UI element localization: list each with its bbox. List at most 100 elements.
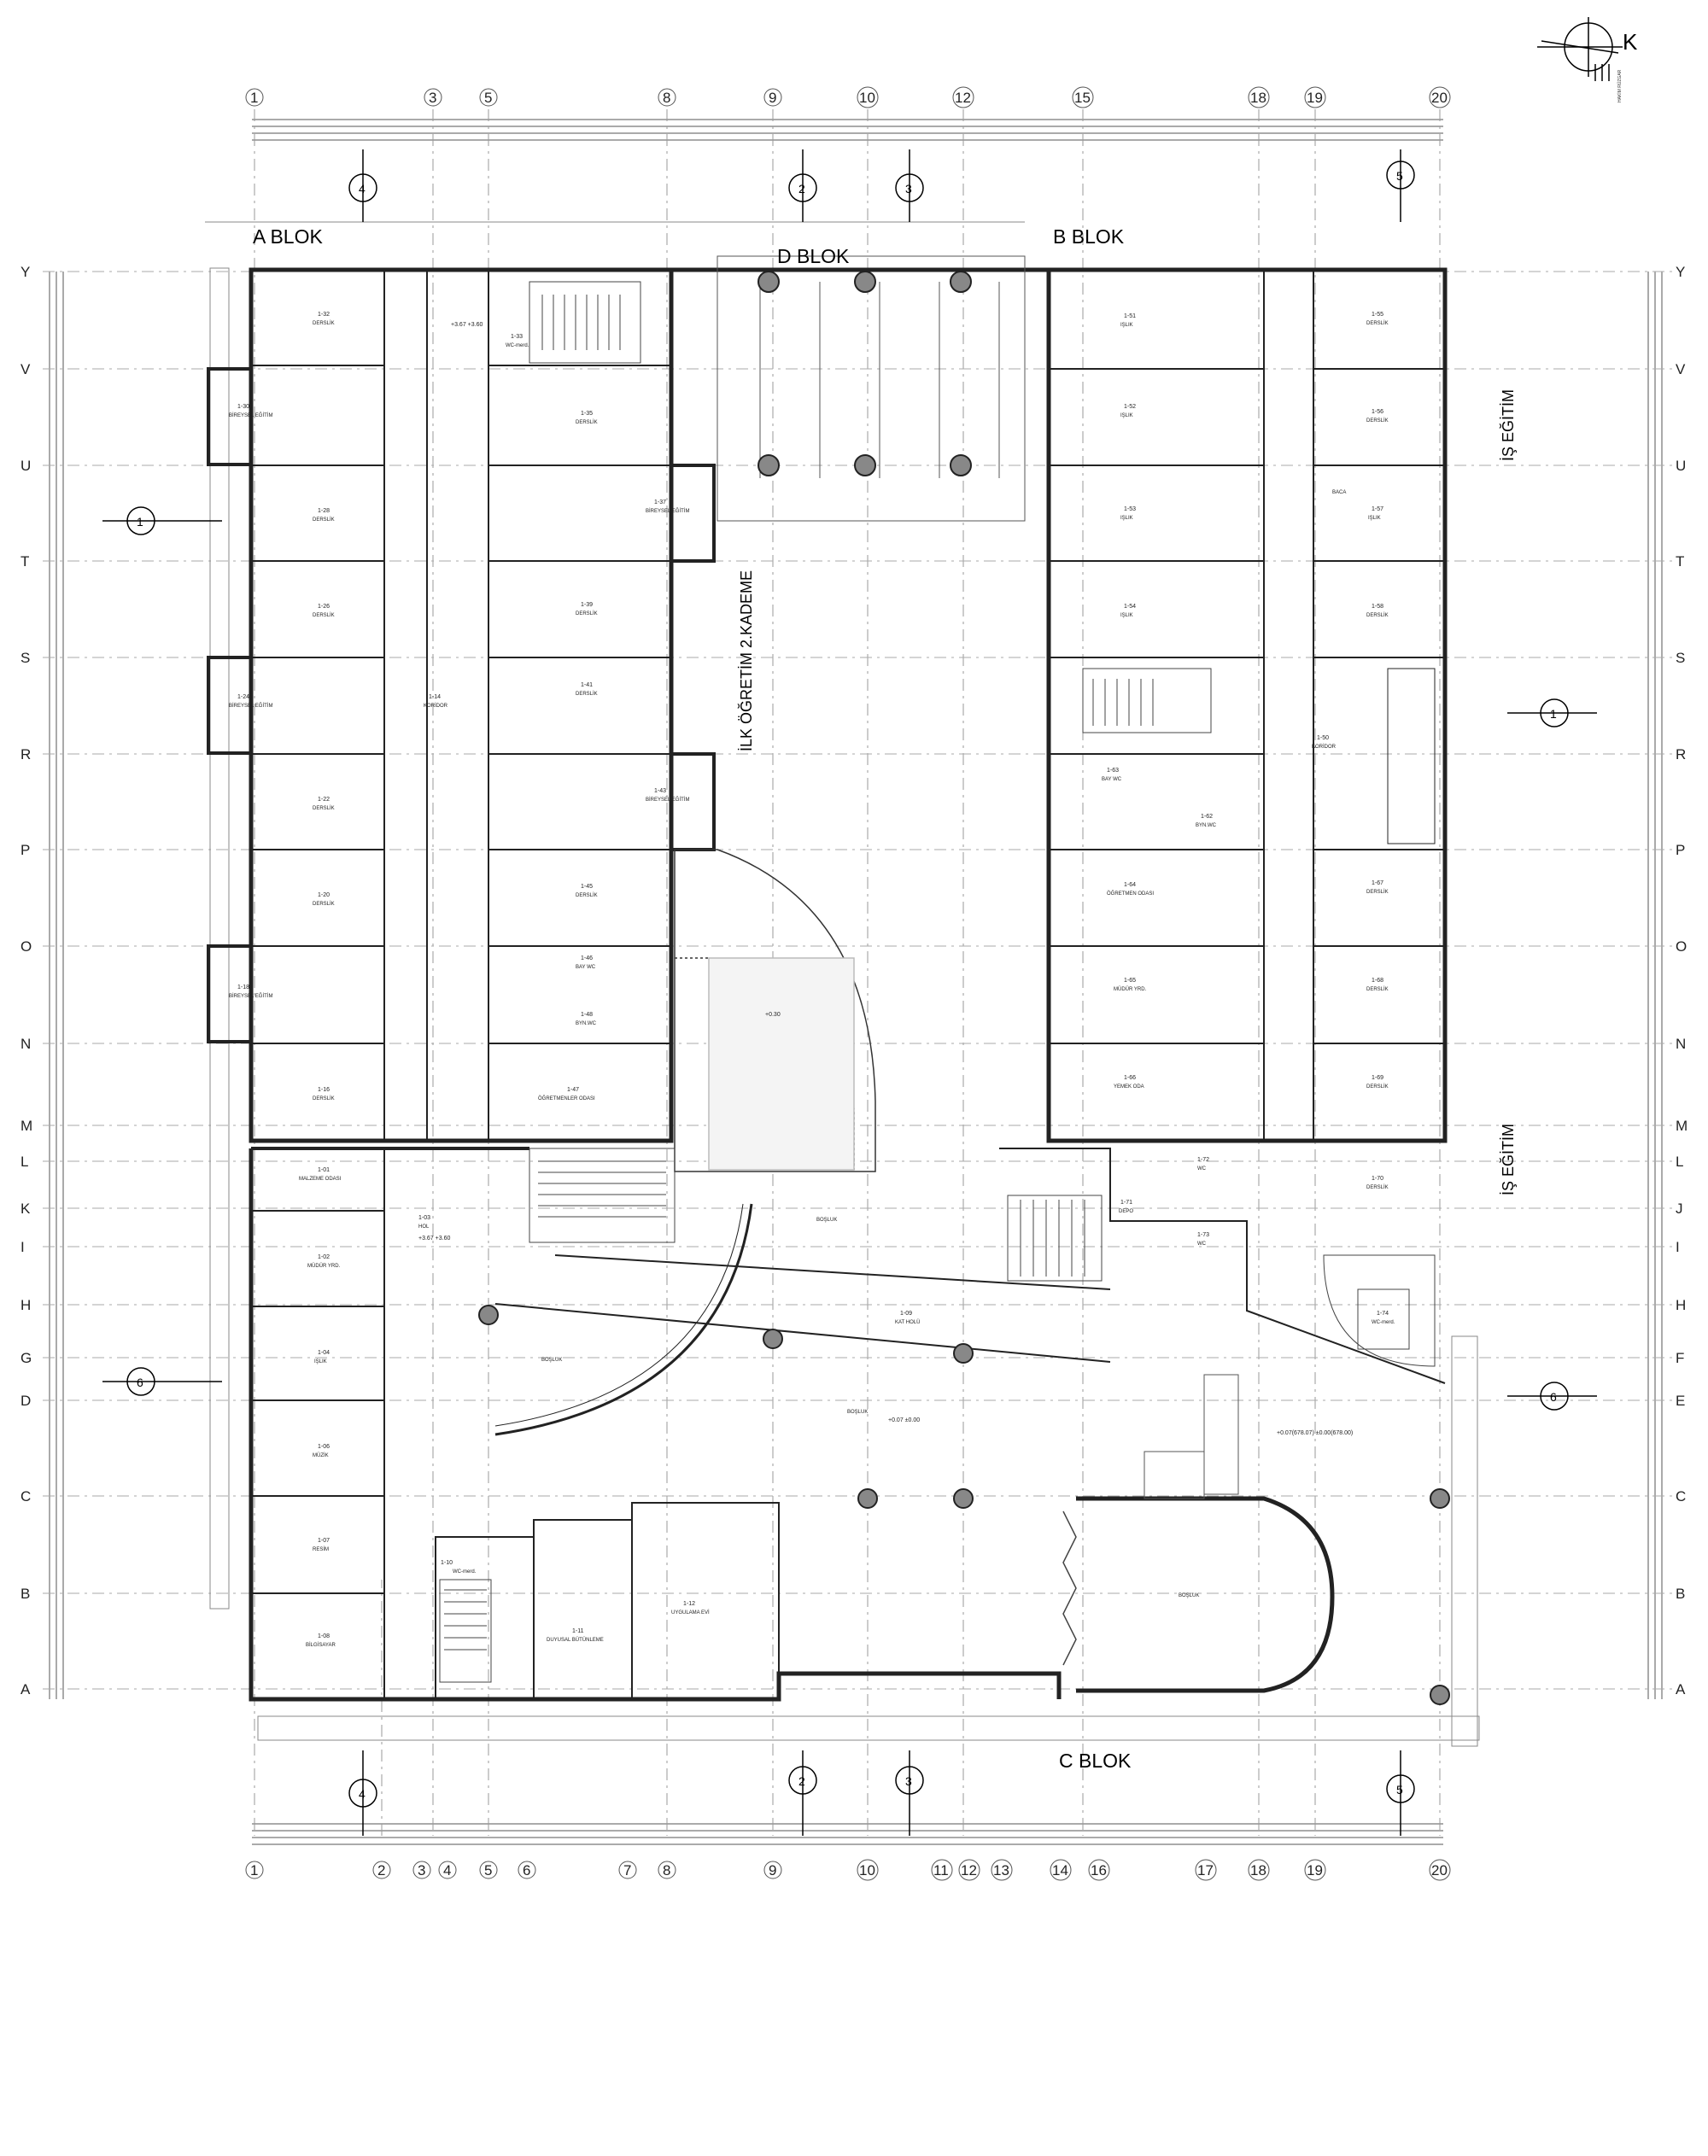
axis-right-7: O — [1676, 938, 1687, 955]
room-name: ÖĞRETMEN ODASI — [1107, 891, 1154, 897]
room-code: 1-10 — [441, 1560, 453, 1566]
axis-left-3: T — [20, 553, 29, 570]
axis-bottom-5: 6 — [523, 1862, 530, 1878]
axis-bottom-14: 16 — [1091, 1862, 1107, 1878]
axis-top-9: 19 — [1307, 90, 1323, 106]
axis-right-11: J — [1676, 1201, 1683, 1217]
room-code: 1-50 — [1317, 735, 1329, 741]
room-code: 1-09 — [900, 1311, 912, 1317]
b-blok-walls — [1046, 267, 1448, 1143]
room-code: 1-72 — [1197, 1157, 1209, 1163]
room-name: IŞLIK — [1368, 516, 1381, 521]
room-name: DERSLİK — [313, 320, 335, 326]
axis-top-1: 3 — [429, 90, 436, 106]
plaza-level: +0.07(678.07) ±0.00(678.00) — [1277, 1430, 1353, 1436]
d-blok-label: D BLOK — [777, 245, 850, 267]
axis-right-10: L — [1676, 1154, 1683, 1170]
right-dimension-lines — [1647, 272, 1663, 1699]
axis-right-16: C — [1676, 1488, 1686, 1505]
axis-right-15: E — [1676, 1393, 1685, 1409]
section-mark-4-bottom: 4 — [359, 1787, 366, 1801]
axis-left-18: A — [20, 1681, 31, 1697]
axis-left-1: V — [20, 361, 31, 377]
room-name: IŞLIK — [1120, 413, 1133, 418]
room-code: 1-18 — [237, 985, 249, 990]
axis-left-7: O — [20, 938, 32, 955]
room-code: 1-06 — [318, 1444, 330, 1450]
room-name: BİREYSEL EĞİTİM — [229, 412, 272, 418]
axis-bottom-11: 12 — [961, 1862, 977, 1878]
room-code: 1-54 — [1124, 604, 1136, 610]
section-mark-4-top: 4 — [359, 182, 366, 196]
top-axis-labels: 1 3 5 8 9 10 12 15 18 19 20 — [245, 86, 1451, 108]
axis-right-4: S — [1676, 650, 1685, 666]
axis-bottom-12: 13 — [993, 1862, 1009, 1878]
section-mark-5-bottom: 5 — [1396, 1783, 1403, 1797]
column-grid-lines — [254, 109, 1441, 1836]
room-code: 1-46 — [581, 955, 593, 961]
section-mark-6-left: 6 — [137, 1376, 143, 1389]
axis-bottom-8: 9 — [769, 1862, 776, 1878]
section-lines — [102, 149, 1597, 1836]
section-mark-2-bottom: 2 — [798, 1774, 805, 1788]
room-code: 1-14 — [429, 694, 441, 700]
ilk-ogretim-title: İLK ÖĞRETİM 2.KADEME — [737, 570, 755, 751]
axis-right-14: F — [1676, 1350, 1684, 1366]
level-note: +3.67 +3.60 — [418, 1236, 450, 1242]
axis-left-0: Y — [20, 264, 30, 280]
bosluk-label-3: BOŞLUK — [1179, 1593, 1199, 1598]
room-name: IŞLIK — [314, 1359, 327, 1364]
room-code: 1-67 — [1372, 880, 1383, 886]
axis-right-18: A — [1676, 1681, 1686, 1697]
room-name: YEMEK ODA — [1114, 1084, 1144, 1090]
room-code: 1-53 — [1124, 506, 1136, 512]
room-name: WC — [1197, 1242, 1207, 1247]
room-code: 1-55 — [1372, 312, 1383, 318]
stair-b-mid — [1082, 668, 1212, 733]
axis-bottom-4: 5 — [484, 1862, 492, 1878]
room-code: 1-08 — [318, 1633, 330, 1639]
axis-bottom-13: 14 — [1052, 1862, 1068, 1878]
is-egitim-title-1: İŞ EĞİTİM — [1499, 389, 1517, 461]
room-code: 1-51 — [1124, 313, 1136, 319]
axis-left-9: M — [20, 1118, 32, 1134]
room-code: 1-63 — [1107, 768, 1119, 774]
room-name: DERSLİK — [1366, 986, 1389, 992]
room-name: BİREYSEL EĞİTİM — [646, 797, 689, 803]
axis-right-6: P — [1676, 842, 1685, 858]
axis-right-17: B — [1676, 1586, 1685, 1602]
room-name: ÖĞRETMENLER ODASI — [538, 1096, 595, 1101]
room-code: 1-62 — [1201, 814, 1213, 820]
axis-left-11: K — [20, 1201, 31, 1217]
stair-a-top — [529, 281, 641, 364]
room-name: IŞLIK — [1120, 613, 1133, 618]
room-name: IŞLIK — [1120, 323, 1133, 328]
room-name: HOL — [418, 1224, 430, 1230]
stair-c-left — [439, 1579, 492, 1683]
room-code: 1-47 — [567, 1087, 579, 1093]
room-code: 1-48 — [581, 1012, 593, 1018]
left-axis-labels: Y V U T S R P O N M L K I H G D C B A — [20, 264, 32, 1697]
room-name: DERSLİK — [1366, 1184, 1389, 1190]
room-name: DERSLİK — [1366, 418, 1389, 424]
axis-bottom-10: 11 — [933, 1862, 949, 1878]
axis-bottom-6: 7 — [623, 1862, 631, 1878]
room-name: KORİDOR — [1312, 744, 1337, 750]
axis-top-0: 1 — [250, 90, 258, 106]
axis-left-12: I — [20, 1239, 25, 1255]
axis-top-7: 15 — [1074, 90, 1091, 106]
room-code: 1-20 — [318, 892, 330, 898]
room-code: 1-04 — [318, 1350, 330, 1356]
room-code: 1-39 — [581, 602, 593, 608]
room-code: 1-73 — [1197, 1232, 1209, 1238]
room-name: BİLGİSAYAR — [306, 1642, 336, 1648]
room-name: DERSLİK — [313, 612, 335, 618]
room-code: 1-01 — [318, 1167, 330, 1173]
room-code: 1-65 — [1124, 978, 1136, 984]
axis-left-16: C — [20, 1488, 31, 1505]
room-code: 1-71 — [1120, 1200, 1132, 1206]
room-name: BYN.WC — [1196, 823, 1217, 828]
axis-right-12: I — [1676, 1239, 1680, 1255]
room-name: DERSLİK — [1366, 320, 1389, 326]
